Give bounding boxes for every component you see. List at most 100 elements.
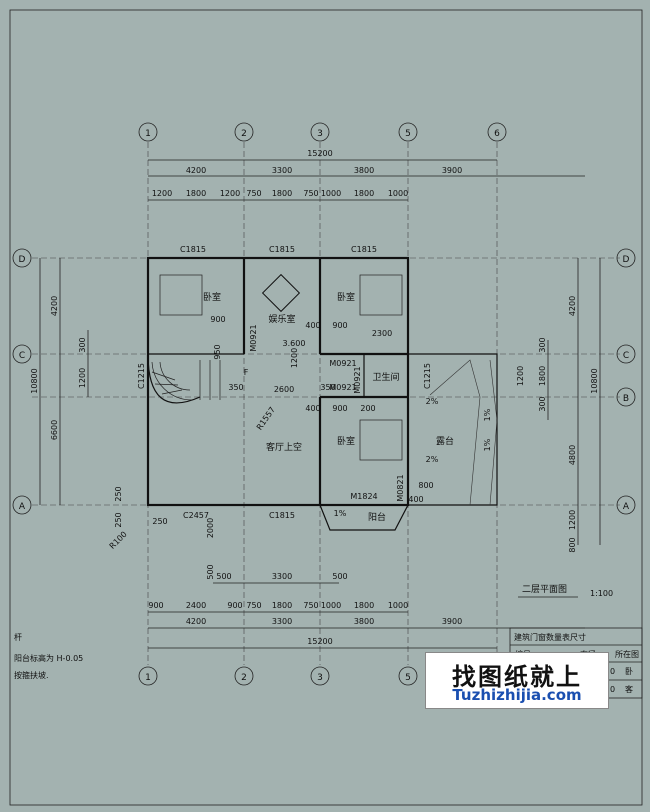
slope-label: 2% — [426, 455, 439, 464]
dim-bottom-sub: 1000 — [321, 601, 341, 610]
door-label-m0921: M0921 — [249, 324, 258, 351]
dim-label: 200 — [360, 404, 375, 413]
axis-label-left-D: D — [19, 255, 26, 265]
dim-label: R1557 — [255, 405, 277, 431]
schedule-cell: 卧 — [625, 667, 633, 676]
window-label-c1215-r: C1215 — [423, 363, 432, 389]
dim-right-1800: 1800 — [538, 366, 547, 386]
axis-label-left-C: C — [19, 351, 25, 361]
watermark-cn: 找图纸就上 — [452, 663, 582, 691]
axis-bubbles-top: 1 2 3 5 6 — [138, 122, 507, 142]
axis-label-right-A: A — [623, 502, 630, 512]
dim-top-sub: 750 — [303, 189, 318, 198]
dim-right-4800: 4800 — [568, 445, 577, 465]
axis-label-right-B: B — [623, 394, 629, 404]
dim-left-500: 500 — [206, 564, 215, 579]
dim-rb-1200: 1200 — [516, 366, 525, 386]
door-label-m0821: M0821 — [396, 474, 405, 501]
dim-bottom-sub: 750 — [303, 601, 318, 610]
dim-label: 900 — [210, 315, 225, 324]
dim-top-span-3: 3800 — [354, 166, 374, 175]
dim-balcony-500-r: 500 — [332, 572, 347, 581]
dim-bottom-span-1: 4200 — [186, 617, 206, 626]
axis-label-bottom-3: 3 — [317, 673, 323, 683]
dim-bottom-sub: 1800 — [272, 601, 292, 610]
left-dimension-chains: 10800 4200 6600 300 1200 250 250 250 200… — [30, 258, 215, 580]
top-dimension-chains: 15200 4200 3300 3800 3900 1200 1800 1200… — [148, 149, 585, 201]
drawing-scale: 1:100 — [590, 589, 613, 598]
schedule-cell: 客 — [625, 684, 633, 694]
slope-label: 2% — [426, 397, 439, 406]
door-label-m1824: M1824 — [350, 492, 377, 501]
dim-label: R100 — [108, 530, 129, 551]
right-dimension-chains: 4200 4800 1200 800 10800 300 1800 300 12… — [516, 258, 601, 553]
dim-top-sub: 1200 — [152, 189, 172, 198]
axis-label-bottom-2: 2 — [241, 673, 247, 683]
schedule-cell: 0 — [610, 685, 615, 694]
dim-balcony-3300: 3300 — [272, 572, 292, 581]
dim-left-total: 10800 — [30, 368, 39, 393]
dim-top-sub: 1800 — [186, 189, 206, 198]
room-label-bath: 卫生间 — [372, 371, 399, 383]
dim-left-250c: 250 — [152, 517, 167, 526]
dim-label: 800 — [418, 481, 433, 490]
door-label-m0921d: M0921 — [329, 383, 356, 392]
dim-top-total: 15200 — [307, 149, 332, 158]
axis-bubbles-left: D C A — [12, 248, 32, 515]
door-label-m0921b: M0921 — [329, 359, 356, 368]
window-label-c1815-d: C1815 — [269, 511, 295, 520]
room-label-rec: 娱乐室 — [268, 313, 295, 325]
dim-bottom-total: 15200 — [307, 637, 332, 646]
dim-bottom-sub: 1000 — [388, 601, 408, 610]
note-line-2: 阳台标高为 H-0.05 — [14, 653, 83, 663]
schedule-cell: 0 — [610, 667, 615, 676]
dim-label: 400 — [408, 495, 423, 504]
note-line-1: 杆 — [14, 632, 22, 642]
window-label-c1215-l: C1215 — [137, 363, 146, 389]
dim-top-sub: 1800 — [354, 189, 374, 198]
walls — [146, 256, 498, 531]
dim-bottom-sub: 750 — [246, 601, 261, 610]
dim-top-span-2: 3300 — [272, 166, 292, 175]
window-label-c2457: C2457 — [183, 511, 209, 520]
slope-label: 1% — [483, 438, 492, 451]
terrace-drain-lines — [429, 359, 498, 506]
dim-label: 1200 — [290, 348, 299, 368]
room-label-bed2: 卧室 — [337, 291, 355, 303]
axis-bubbles-right: D C B A — [616, 248, 636, 515]
window-label-c1815-a: C1815 — [180, 245, 206, 254]
marker-label: F — [244, 368, 249, 377]
dim-right-300a: 300 — [538, 337, 547, 352]
axis-label-right-D: D — [623, 255, 630, 265]
dim-top-span-1: 4200 — [186, 166, 206, 175]
drawing-title: 二层平面图 — [522, 584, 567, 595]
room-label-void: 客厅上空 — [266, 441, 302, 453]
dim-left-250a: 250 — [114, 486, 123, 501]
dim-top-span-4: 3900 — [442, 166, 462, 175]
dim-left-300: 300 — [78, 337, 87, 352]
axis-label-top-1: 1 — [145, 129, 151, 139]
room-label-bed1: 卧室 — [203, 291, 221, 303]
window-label-c1815-c: C1815 — [351, 245, 377, 254]
slope-label: 1% — [334, 509, 347, 518]
dim-left-250b: 250 — [114, 512, 123, 527]
watermark-badge: 找图纸就上 Tuzhizhijia.com — [425, 652, 609, 709]
axis-label-left-A: A — [19, 502, 26, 512]
dim-left-4200: 4200 — [50, 296, 59, 316]
dim-label: 350 — [228, 383, 243, 392]
dim-right-300b: 300 — [538, 396, 547, 411]
room-label-balcony: 阳台 — [368, 511, 386, 523]
drawing-frame — [9, 9, 643, 806]
watermark-en: Tuzhizhijia.com — [452, 686, 582, 704]
dim-left-2000: 2000 — [206, 518, 215, 538]
room-label-terrace: 露台 — [436, 435, 454, 447]
dim-label: 950 — [213, 344, 222, 359]
dim-label: 900 — [332, 321, 347, 330]
axis-label-top-5: 5 — [405, 129, 411, 139]
elevation-label: 3.600 — [283, 339, 306, 348]
axis-label-bottom-1: 1 — [145, 673, 151, 683]
bottom-dimension-chains: 500 3300 500 900 2400 900 750 1800 750 1… — [148, 572, 585, 649]
axis-bubbles-bottom: 1 2 3 5 — [138, 666, 418, 686]
